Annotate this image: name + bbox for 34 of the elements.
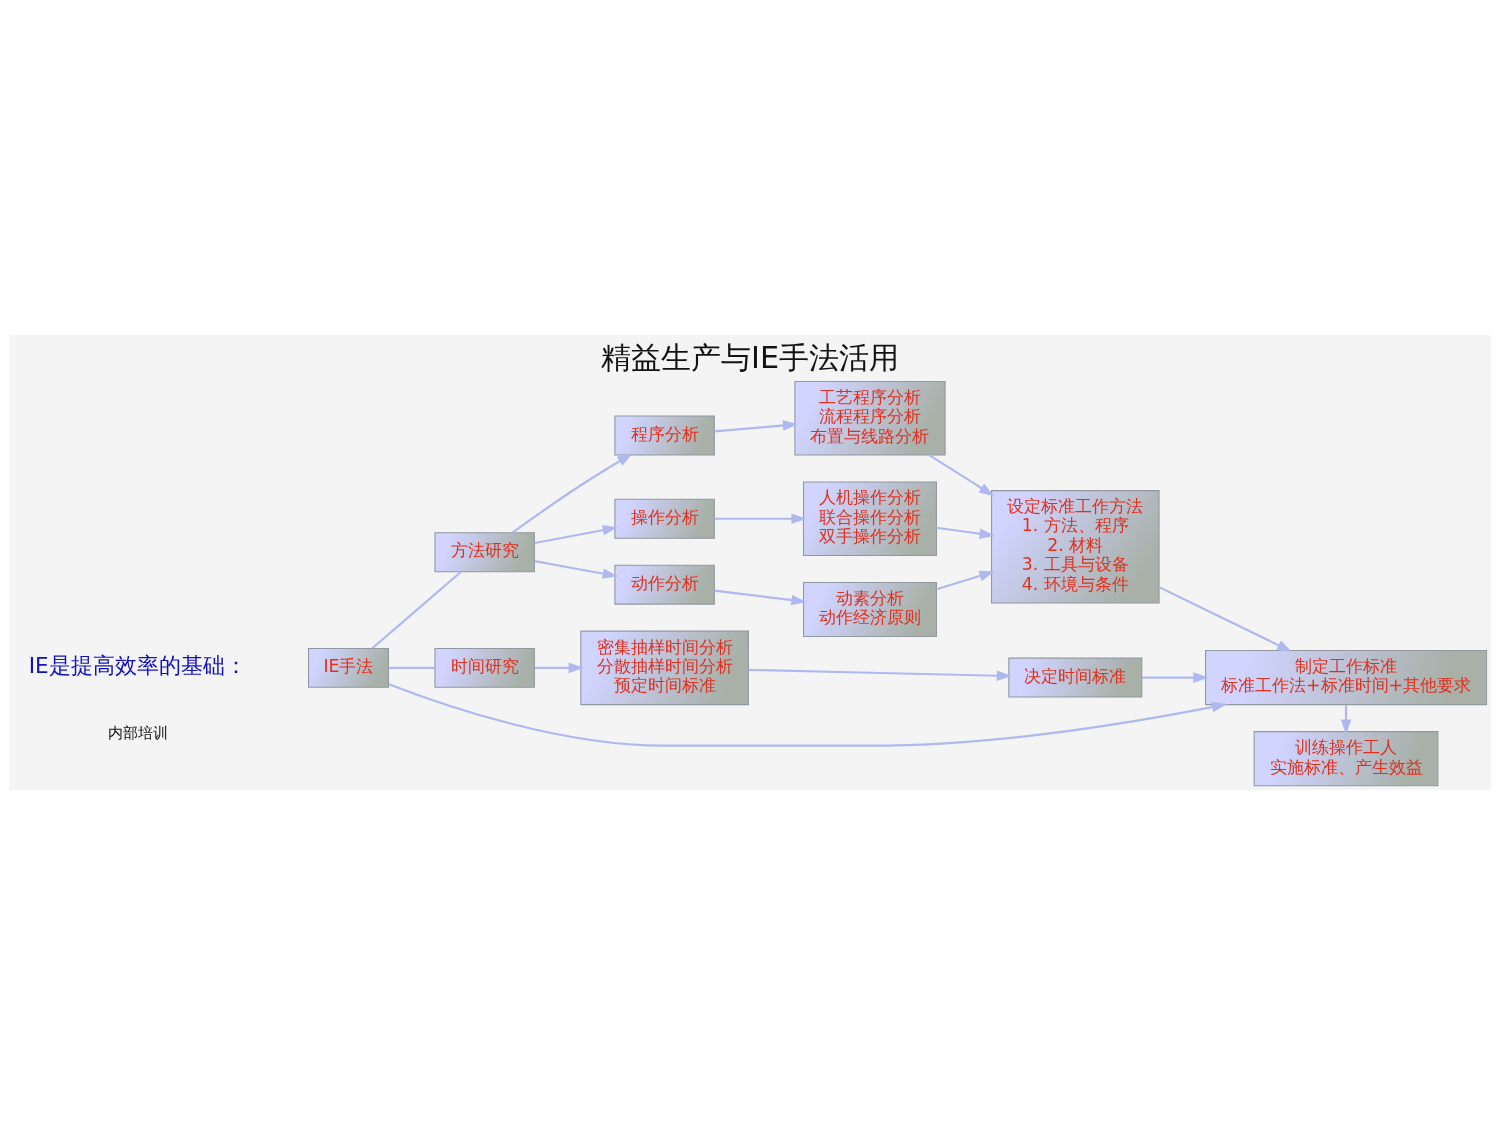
node-box: 制定工作标准 标准工作法+标准时间+其他要求	[1205, 650, 1488, 706]
node-box: 训练操作工人 实施标准、产生效益	[1253, 731, 1439, 787]
node-box: 工艺程序分析 流程程序分析 布置与线路分析	[794, 380, 946, 456]
arrow	[928, 454, 995, 497]
arrow	[748, 668, 1012, 682]
arrow	[714, 589, 807, 606]
arrow	[714, 513, 807, 525]
node-box: IE手法	[307, 647, 390, 688]
node-box: 人机操作分析 联合操作分析 双手操作分析	[802, 481, 937, 556]
arrow	[534, 524, 618, 545]
arrow	[534, 560, 618, 579]
node-box: 程序分析	[614, 415, 715, 456]
label: IE是提高效率的基础：	[28, 653, 247, 679]
connector	[371, 571, 462, 650]
label: 内部培训	[107, 723, 168, 742]
node-box: 设定标准工作方法 1. 方法、程序 2. 材料 3. 工具与设备 4. 环境与条件	[991, 490, 1160, 604]
connector	[388, 666, 435, 669]
node-box: 操作分析	[614, 498, 715, 539]
node-box: 决定时间标准	[1008, 657, 1143, 698]
arrow	[511, 453, 633, 534]
node-box: 密集抽样时间分析 分散抽样时间分析 预定时间标准	[580, 630, 749, 706]
arrow	[1158, 586, 1293, 652]
arrow	[388, 683, 1228, 747]
arrow	[1142, 672, 1209, 683]
arrow	[534, 662, 584, 674]
node-box: 动作分析	[614, 564, 715, 605]
node-box: 动素分析 动作经济原则	[802, 581, 937, 638]
node-box: 方法研究	[434, 532, 535, 573]
arrow	[1340, 704, 1352, 735]
arrow	[936, 526, 995, 539]
arrow	[714, 420, 799, 433]
diagram-title: 精益生产与IE手法活用	[600, 339, 900, 375]
node-box: 时间研究	[434, 647, 535, 688]
arrow	[936, 570, 995, 591]
